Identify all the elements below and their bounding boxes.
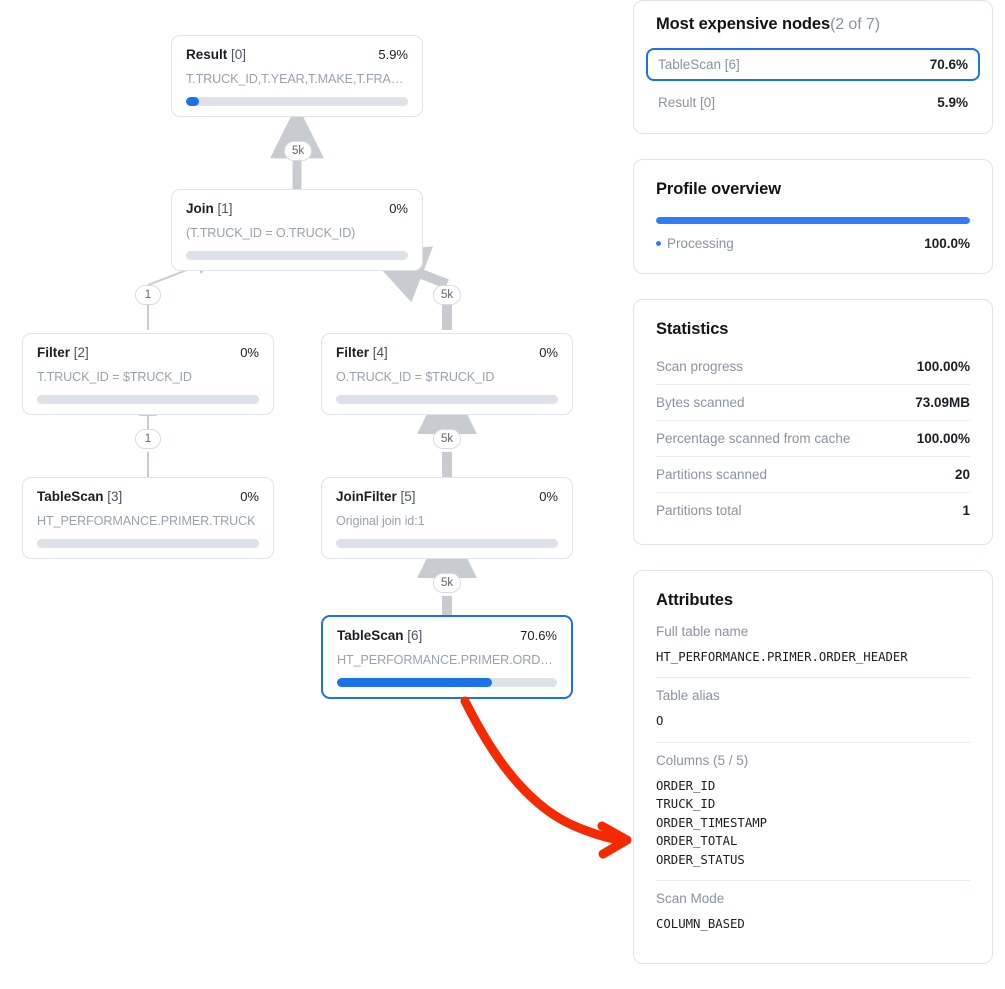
plan-node-header: TableScan [3] 0% [37, 489, 259, 505]
query-profile-page: Result [0] 5.9% T.TRUCK_ID,T.YEAR,T.MAKE… [22, 0, 993, 964]
plan-node-percent: 0% [539, 345, 558, 360]
panel-title-profile: Profile overview [656, 180, 781, 198]
panel-title-expensive: Most expensive nodes(2 of 7) [656, 15, 880, 33]
plan-node-join-1[interactable]: Join [1] 0% (T.TRUCK_ID = O.TRUCK_ID) [171, 189, 423, 271]
stat-row-bytes-scanned: Bytes scanned 73.09MB [656, 385, 970, 421]
graph-edges [139, 104, 477, 622]
attribute-key: Table alias [656, 688, 720, 704]
plan-node-title: Join [1] [186, 201, 233, 216]
plan-node-title: TableScan [6] [337, 628, 423, 643]
attribute-table-alias: Table alias O [656, 678, 970, 743]
expensive-row-value: 5.9% [937, 95, 968, 110]
plan-node-percent: 0% [539, 489, 558, 504]
plan-node-header: TableScan [6] 70.6% [337, 628, 557, 644]
attribute-full-table-name: Full table name HT_PERFORMANCE.PRIMER.OR… [656, 622, 970, 679]
plan-node-header: Join [1] 0% [186, 201, 408, 217]
attribute-columns: Columns (5 / 5) ORDER_ID TRUCK_ID ORDER_… [656, 743, 970, 882]
plan-node-progress [336, 538, 558, 548]
plan-node-title: Result [0] [186, 47, 247, 62]
stat-row-scan-progress: Scan progress 100.00% [656, 349, 970, 385]
plan-node-percent: 0% [389, 201, 408, 216]
profile-overview-row-processing: Processing 100.0% [656, 236, 970, 251]
attribute-key: Columns (5 / 5) [656, 752, 749, 768]
stat-key: Partitions scanned [656, 467, 768, 482]
plan-node-joinfilter-5[interactable]: JoinFilter [5] 0% Original join id:1 [321, 477, 573, 559]
plan-node-tablescan-6[interactable]: TableScan [6] 70.6% HT_PERFORMANCE.PRIME… [321, 615, 573, 699]
panel-attributes: Attributes Full table name HT_PERFORMANC… [633, 570, 993, 964]
attribute-key: Scan Mode [656, 891, 725, 907]
stat-value: 20 [954, 467, 970, 482]
attribute-value: COLUMN_BASED [656, 917, 745, 932]
query-plan-graph: Result [0] 5.9% T.TRUCK_ID,T.YEAR,T.MAKE… [22, 35, 573, 699]
plan-node-detail: T.TRUCK_ID = $TRUCK_ID [37, 369, 192, 384]
edge-badge-joinfilter5-tablescan6: 5k [433, 573, 462, 593]
plan-node-detail: O.TRUCK_ID = $TRUCK_ID [336, 369, 495, 384]
plan-node-progress [186, 96, 408, 106]
plan-node-percent: 0% [240, 345, 259, 360]
plan-node-progress [337, 677, 557, 687]
stat-key: Scan progress [656, 359, 744, 374]
plan-node-detail: (T.TRUCK_ID = O.TRUCK_ID) [186, 225, 356, 240]
expensive-row-result-0[interactable]: Result [0] 5.9% [646, 86, 980, 119]
plan-node-progress [336, 394, 558, 404]
attribute-value: HT_PERFORMANCE.PRIMER.ORDER_HEADER [656, 650, 908, 664]
plan-node-tablescan-3[interactable]: TableScan [3] 0% HT_PERFORMANCE.PRIMER.T… [22, 477, 274, 559]
expensive-row-name: Result [0] [658, 95, 716, 110]
plan-node-percent: 0% [240, 489, 259, 504]
plan-node-header: Filter [2] 0% [37, 345, 259, 361]
plan-node-filter-4[interactable]: Filter [4] 0% O.TRUCK_ID = $TRUCK_ID [321, 333, 573, 415]
stat-value: 100.00% [916, 431, 970, 446]
panel-title-statistics: Statistics [656, 320, 729, 338]
plan-node-progress [37, 538, 259, 548]
panel-statistics: Statistics Scan progress 100.00% Bytes s… [633, 299, 993, 545]
edge-badge-result-join: 5k [284, 141, 313, 161]
stat-key: Partitions total [656, 503, 742, 518]
edge-badge-join-filter4: 5k [433, 285, 462, 305]
profile-overview-bar [656, 217, 970, 224]
stat-value: 1 [962, 503, 970, 518]
details-sidebar: Most expensive nodes(2 of 7) TableScan [… [633, 0, 993, 989]
panel-profile-overview: Profile overview Processing 100.0% [633, 159, 993, 274]
panel-most-expensive-nodes: Most expensive nodes(2 of 7) TableScan [… [633, 0, 993, 134]
plan-node-title: Filter [2] [37, 345, 89, 360]
stat-key: Percentage scanned from cache [656, 431, 851, 446]
plan-node-progress [37, 394, 259, 404]
plan-node-progress [186, 250, 408, 260]
stat-key: Bytes scanned [656, 395, 745, 410]
profile-row-value: 100.0% [924, 236, 970, 251]
plan-node-header: JoinFilter [5] 0% [336, 489, 558, 505]
plan-node-title: JoinFilter [5] [336, 489, 416, 504]
plan-node-percent: 70.6% [520, 628, 557, 643]
profile-row-label: Processing [656, 236, 734, 251]
plan-node-percent: 5.9% [378, 47, 408, 62]
edge-badge-filter2-tablescan3: 1 [135, 429, 161, 449]
plan-node-detail: T.TRUCK_ID,T.YEAR,T.MAKE,T.FRANCHI... [186, 71, 408, 86]
attribute-value: O [656, 714, 664, 729]
expensive-row-tablescan-6[interactable]: TableScan [6] 70.6% [646, 48, 980, 81]
stat-value: 73.09MB [915, 395, 970, 410]
legend-dot-icon [656, 241, 661, 246]
panel-title-attributes: Attributes [656, 591, 733, 609]
plan-node-title: TableScan [3] [37, 489, 123, 504]
stat-row-partitions-scanned: Partitions scanned 20 [656, 457, 970, 493]
edge-badge-filter4-joinfilter5: 5k [433, 429, 462, 449]
stat-value: 100.00% [916, 359, 970, 374]
attribute-key: Full table name [656, 624, 749, 639]
plan-node-result-0[interactable]: Result [0] 5.9% T.TRUCK_ID,T.YEAR,T.MAKE… [171, 35, 423, 117]
plan-node-detail: HT_PERFORMANCE.PRIMER.TRUCK [37, 513, 256, 528]
plan-node-title: Filter [4] [336, 345, 388, 360]
plan-node-detail: HT_PERFORMANCE.PRIMER.ORDER_HE... [337, 652, 557, 667]
stat-row-percentage-scanned-from-cache: Percentage scanned from cache 100.00% [656, 421, 970, 457]
attribute-scan-mode: Scan Mode COLUMN_BASED [656, 881, 970, 944]
plan-node-filter-2[interactable]: Filter [2] 0% T.TRUCK_ID = $TRUCK_ID [22, 333, 274, 415]
plan-node-detail: Original join id:1 [336, 513, 425, 528]
plan-node-header: Result [0] 5.9% [186, 47, 408, 63]
stat-row-partitions-total: Partitions total 1 [656, 493, 970, 528]
expensive-count: (2 of 7) [830, 16, 880, 33]
attribute-value: ORDER_ID TRUCK_ID ORDER_TIMESTAMP ORDER_… [656, 778, 768, 867]
edge-badge-join-filter2: 1 [135, 285, 161, 305]
expensive-row-name: TableScan [6] [658, 57, 740, 72]
expensive-row-value: 70.6% [929, 57, 968, 72]
plan-node-header: Filter [4] 0% [336, 345, 558, 361]
